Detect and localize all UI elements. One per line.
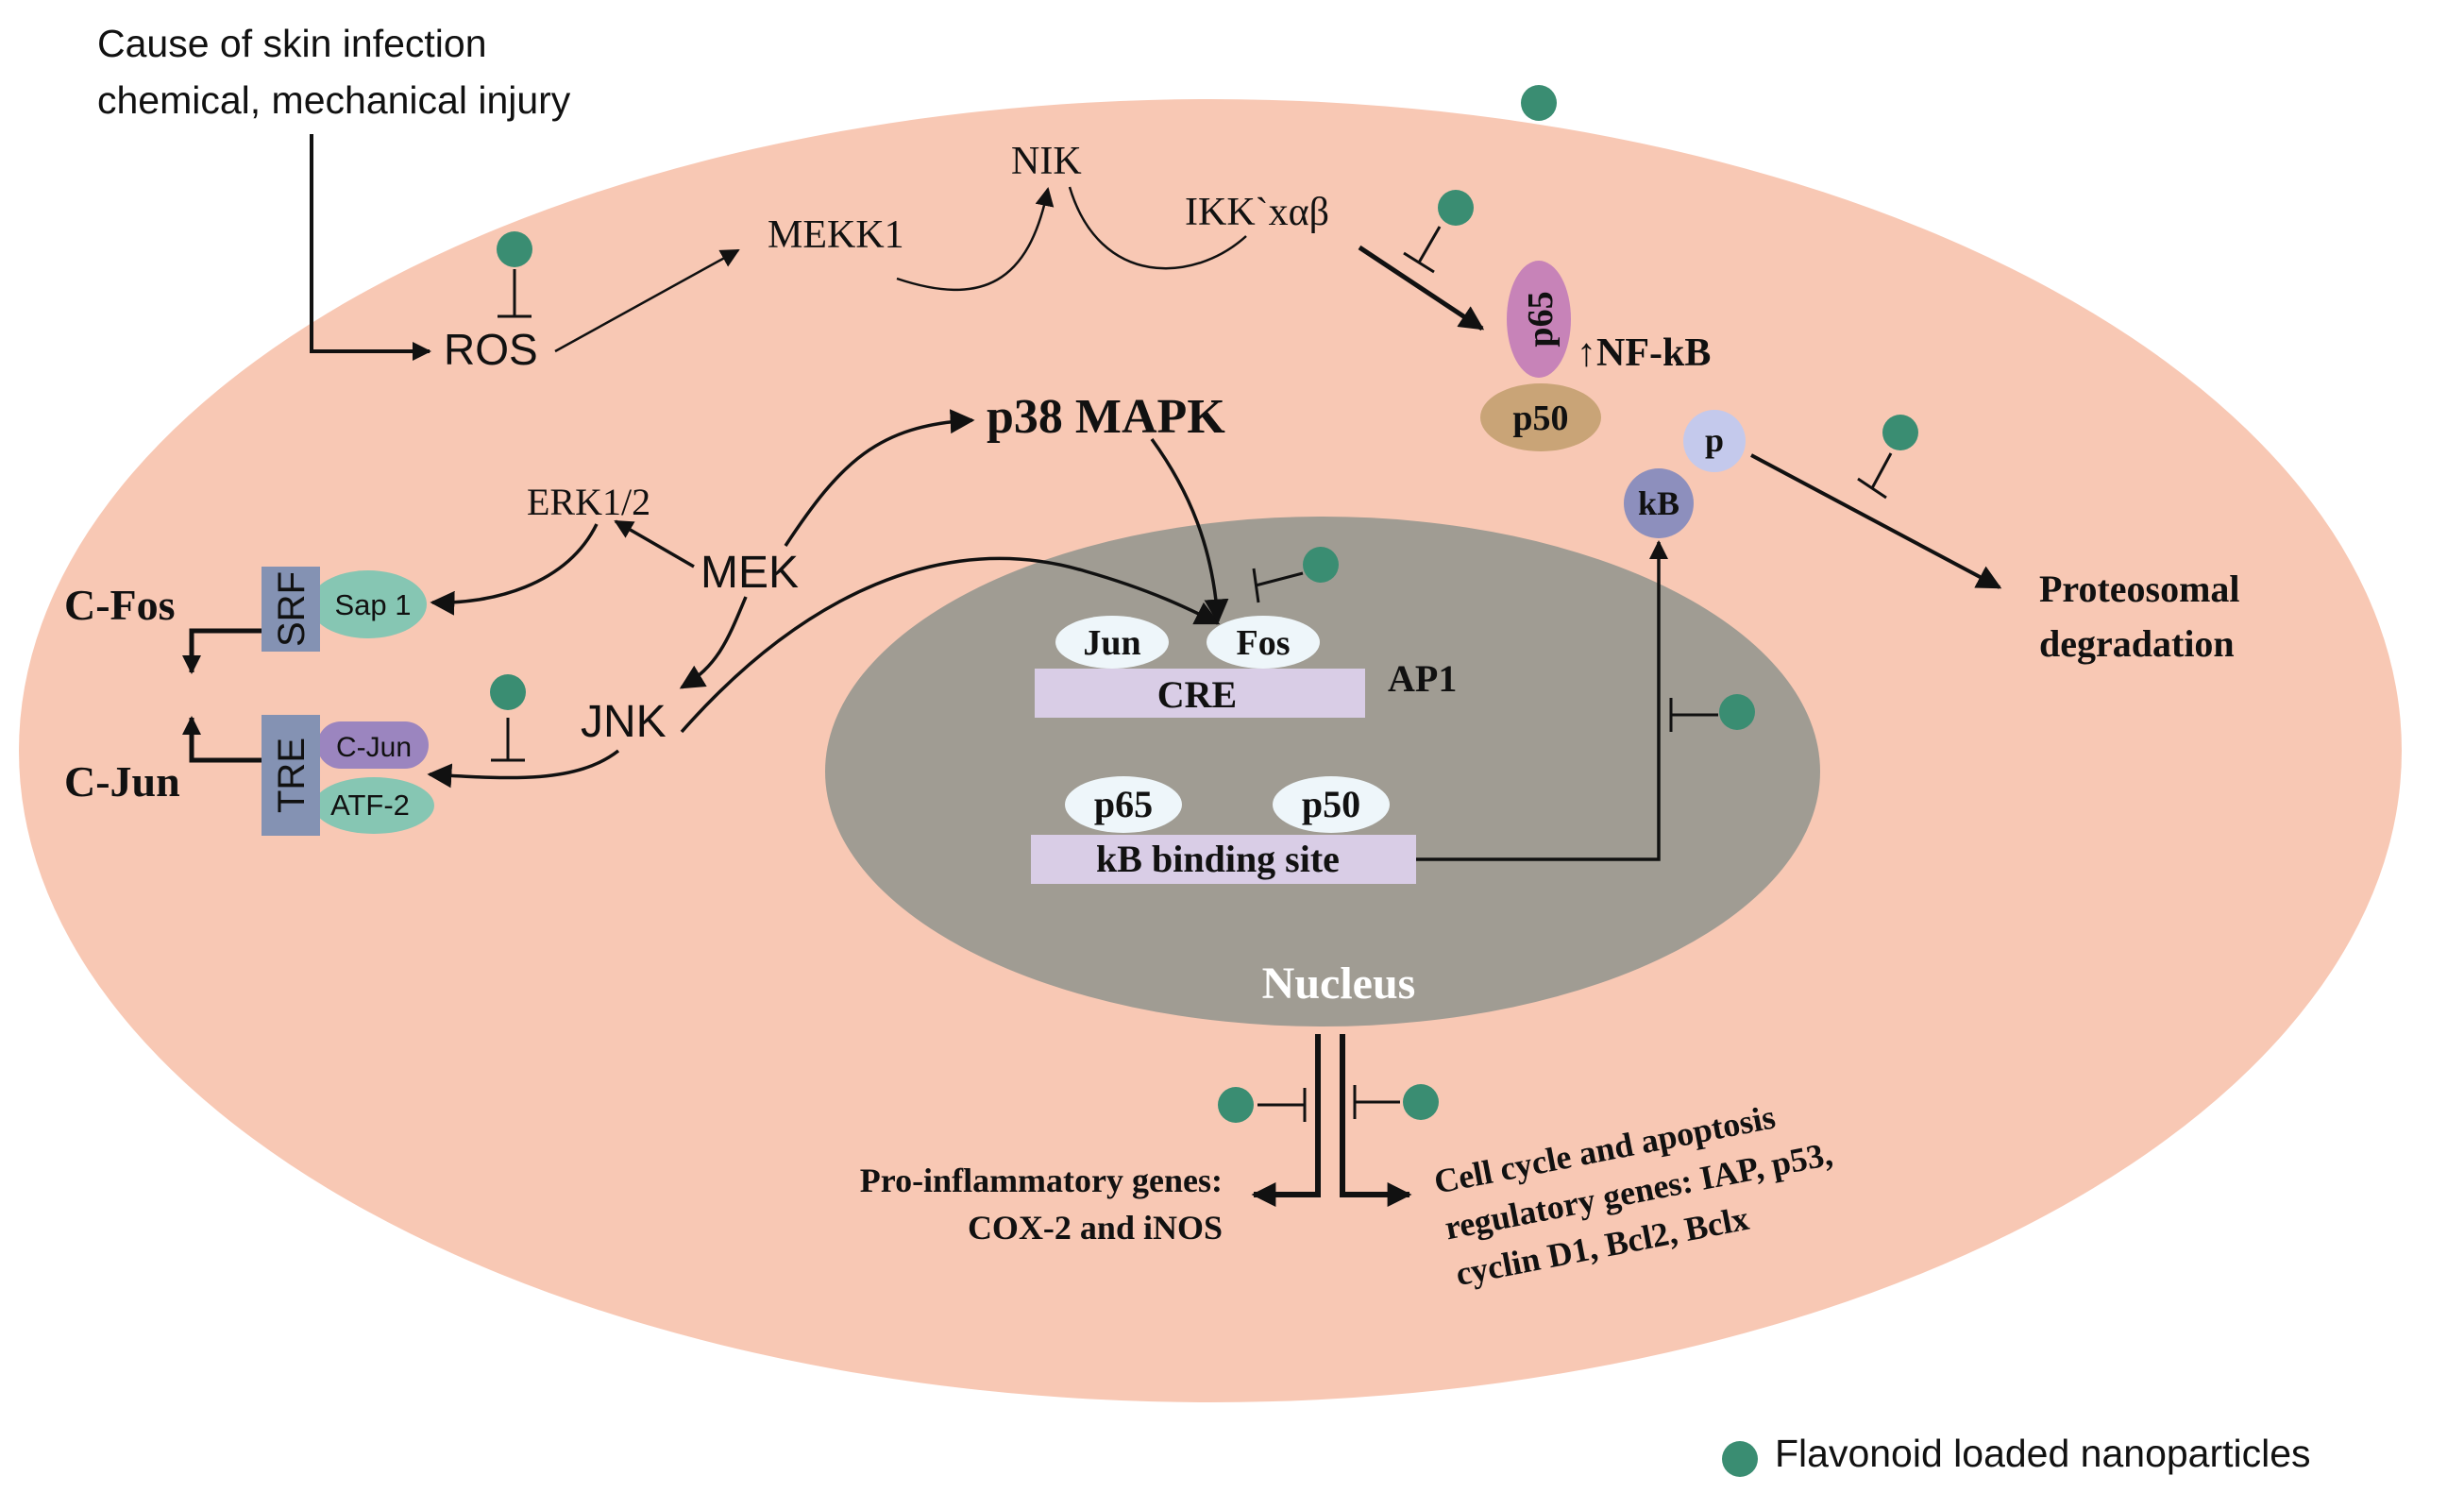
p38-to-fos-arrow [1150,437,1229,624]
inhibit-cell-cycle [1353,1085,1400,1119]
nuclear-p50-label: p50 [1302,783,1360,825]
legend-label: Flavonoid loaded nanoparticles [1775,1432,2311,1475]
p65-label: p65 [1521,291,1561,347]
nanoparticles [490,85,1918,1123]
nucleus-label: Nucleus [1262,959,1416,1009]
kb-site-box [1031,835,1416,884]
nik-label: NIK [1011,140,1082,183]
jnk-to-ap1-arrow [680,556,1221,734]
sap1-oval [310,570,427,638]
nanoparticle-icon [1218,1087,1254,1123]
jnk-to-tre-arrow [427,749,620,789]
stimulus-line-2: chemical, mechanical injury [97,78,571,122]
p38-label: p38 MAPK [987,390,1225,444]
stimulus-line-1: Cause of skin infection [97,22,487,65]
erk-label: ERK1/2 [527,481,650,523]
nanoparticle-icon [1719,694,1755,730]
jun-oval [1055,616,1169,669]
nanoparticle-icon [1521,85,1557,121]
inhibit-ikk [1403,226,1442,274]
inhibitor-bars [491,226,1893,1122]
kb-site-to-kb-arrow [1416,540,1668,861]
nanoparticle-icon [497,231,532,267]
inhibit-kb-export [1669,698,1718,732]
atf2-label: ATF-2 [330,789,410,822]
cell-cycle-arrow [1340,1034,1412,1207]
nuclear-p50-oval [1273,776,1390,833]
proinflammatory-line-2: COX-2 and iNOS [968,1209,1223,1247]
nuclear-p65-label: p65 [1094,783,1153,825]
degradation-label: degradation [2039,622,2235,665]
p50-oval [1480,383,1601,451]
proinflammatory-arrow [1251,1034,1321,1207]
srf-label: SRF [271,571,312,647]
mek-to-erk-arrow [614,519,695,568]
cjun-gene-label: C-Jun [64,757,180,806]
nuclear-p65-oval [1065,776,1182,833]
srf-box [262,567,320,652]
inhibit-degradation [1857,452,1893,500]
cre-box [1035,669,1365,718]
nanoparticle-icon [1303,547,1339,583]
p-label: p [1705,421,1724,459]
cfos-label: C-Fos [64,581,176,629]
ikk-to-nfkb-arrow [1358,245,1485,331]
nik-to-ikk-curve [1068,186,1247,270]
ikk-label: IKK`xαβ [1185,191,1329,234]
proteosomal-label: Proteosomal [2039,568,2240,610]
ros-label: ROS [444,325,538,374]
nanoparticle-icon [1403,1084,1439,1120]
kb-site-label: kB binding site [1096,838,1340,880]
tre-label: TRE [271,738,312,813]
p-to-degradation-arrow [1750,453,2002,589]
kb-circle [1624,468,1694,538]
fos-oval [1207,616,1320,669]
p65-oval [1507,261,1571,378]
inhibit-proinflammatory [1257,1088,1307,1122]
inhibit-jnk [491,718,525,762]
nanoparticle-icon [1882,415,1918,450]
erk-to-sap1-arrow [430,523,599,616]
tre-box [262,715,320,836]
mekk1-to-nik-arrow [896,187,1055,292]
mek-label: MEK [700,548,799,598]
mek-to-p38-arrow [784,409,975,547]
atf2-oval [313,777,434,834]
kb-label: kB [1638,484,1679,522]
jun-label: Jun [1083,623,1140,663]
cjun-protein-label: C-Jun [336,732,412,763]
mek-to-jnk-arrow [679,596,748,689]
nfkb-label: ↑NF-kB [1577,331,1711,375]
fos-label: Fos [1237,623,1291,663]
stimulus-to-ros-arrow [310,134,431,361]
nanoparticle-icon [1438,190,1474,226]
p-circle [1683,410,1746,472]
ros-to-mekk1-arrow [554,248,740,353]
nanoparticle-icon [490,674,526,710]
inhibit-fos [1252,568,1304,603]
sap1-label: Sap 1 [334,588,411,621]
cfos-gene-arrow [182,628,262,674]
legend-nanoparticle-icon [1722,1441,1758,1477]
jnk-label: JNK [581,697,667,747]
inhibit-ros [498,269,532,318]
cre-label: CRE [1157,673,1237,716]
mekk1-label: MEKK1 [768,213,904,257]
nucleus [825,517,1820,1026]
cjun-pill [317,721,429,769]
cjun-gene-arrow [182,716,262,763]
ap1-label: AP1 [1388,657,1457,700]
p50-label: p50 [1512,399,1568,438]
proinflammatory-line-1: Pro-inflammatory genes: [860,1162,1223,1199]
